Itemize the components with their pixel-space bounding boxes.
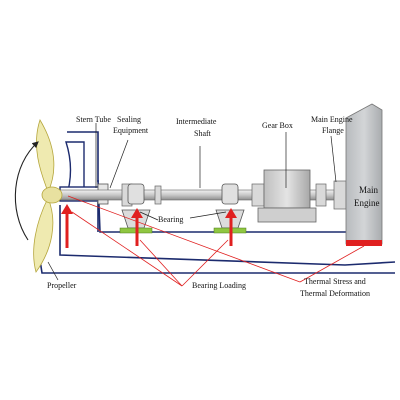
propeller <box>33 119 63 273</box>
rotation-arrow <box>14 141 39 241</box>
label-flange-line1: Main Engine <box>311 115 353 124</box>
label-gear-box: Gear Box <box>262 121 293 130</box>
label-stern-tube: Stern Tube <box>76 115 111 124</box>
gear-box <box>257 169 317 223</box>
label-propeller: Propeller <box>47 281 77 290</box>
red-pointer-lines <box>67 195 365 287</box>
leader-lines <box>47 123 337 281</box>
label-flange-line2: Flange <box>322 126 344 135</box>
label-engine-line1: Main <box>359 185 378 195</box>
label-intermediate-line2: Shaft <box>194 129 212 138</box>
label-bearing: Bearing <box>158 215 183 224</box>
label-bearing-loading: Bearing Loading <box>192 281 246 290</box>
shaft-couplings <box>121 180 347 210</box>
label-engine-line2: Engine <box>354 198 380 208</box>
label-sealing-line1: Sealing <box>117 115 141 124</box>
label-thermal-line1: Thermal Stress and <box>304 277 366 286</box>
label-intermediate-line1: Intermediate <box>176 117 217 126</box>
label-sealing-line2: Equipment <box>113 126 149 135</box>
main-engine <box>345 103 383 246</box>
label-thermal-line2: Thermal Deformation <box>300 289 370 298</box>
bearing-load-arrows <box>61 204 237 248</box>
